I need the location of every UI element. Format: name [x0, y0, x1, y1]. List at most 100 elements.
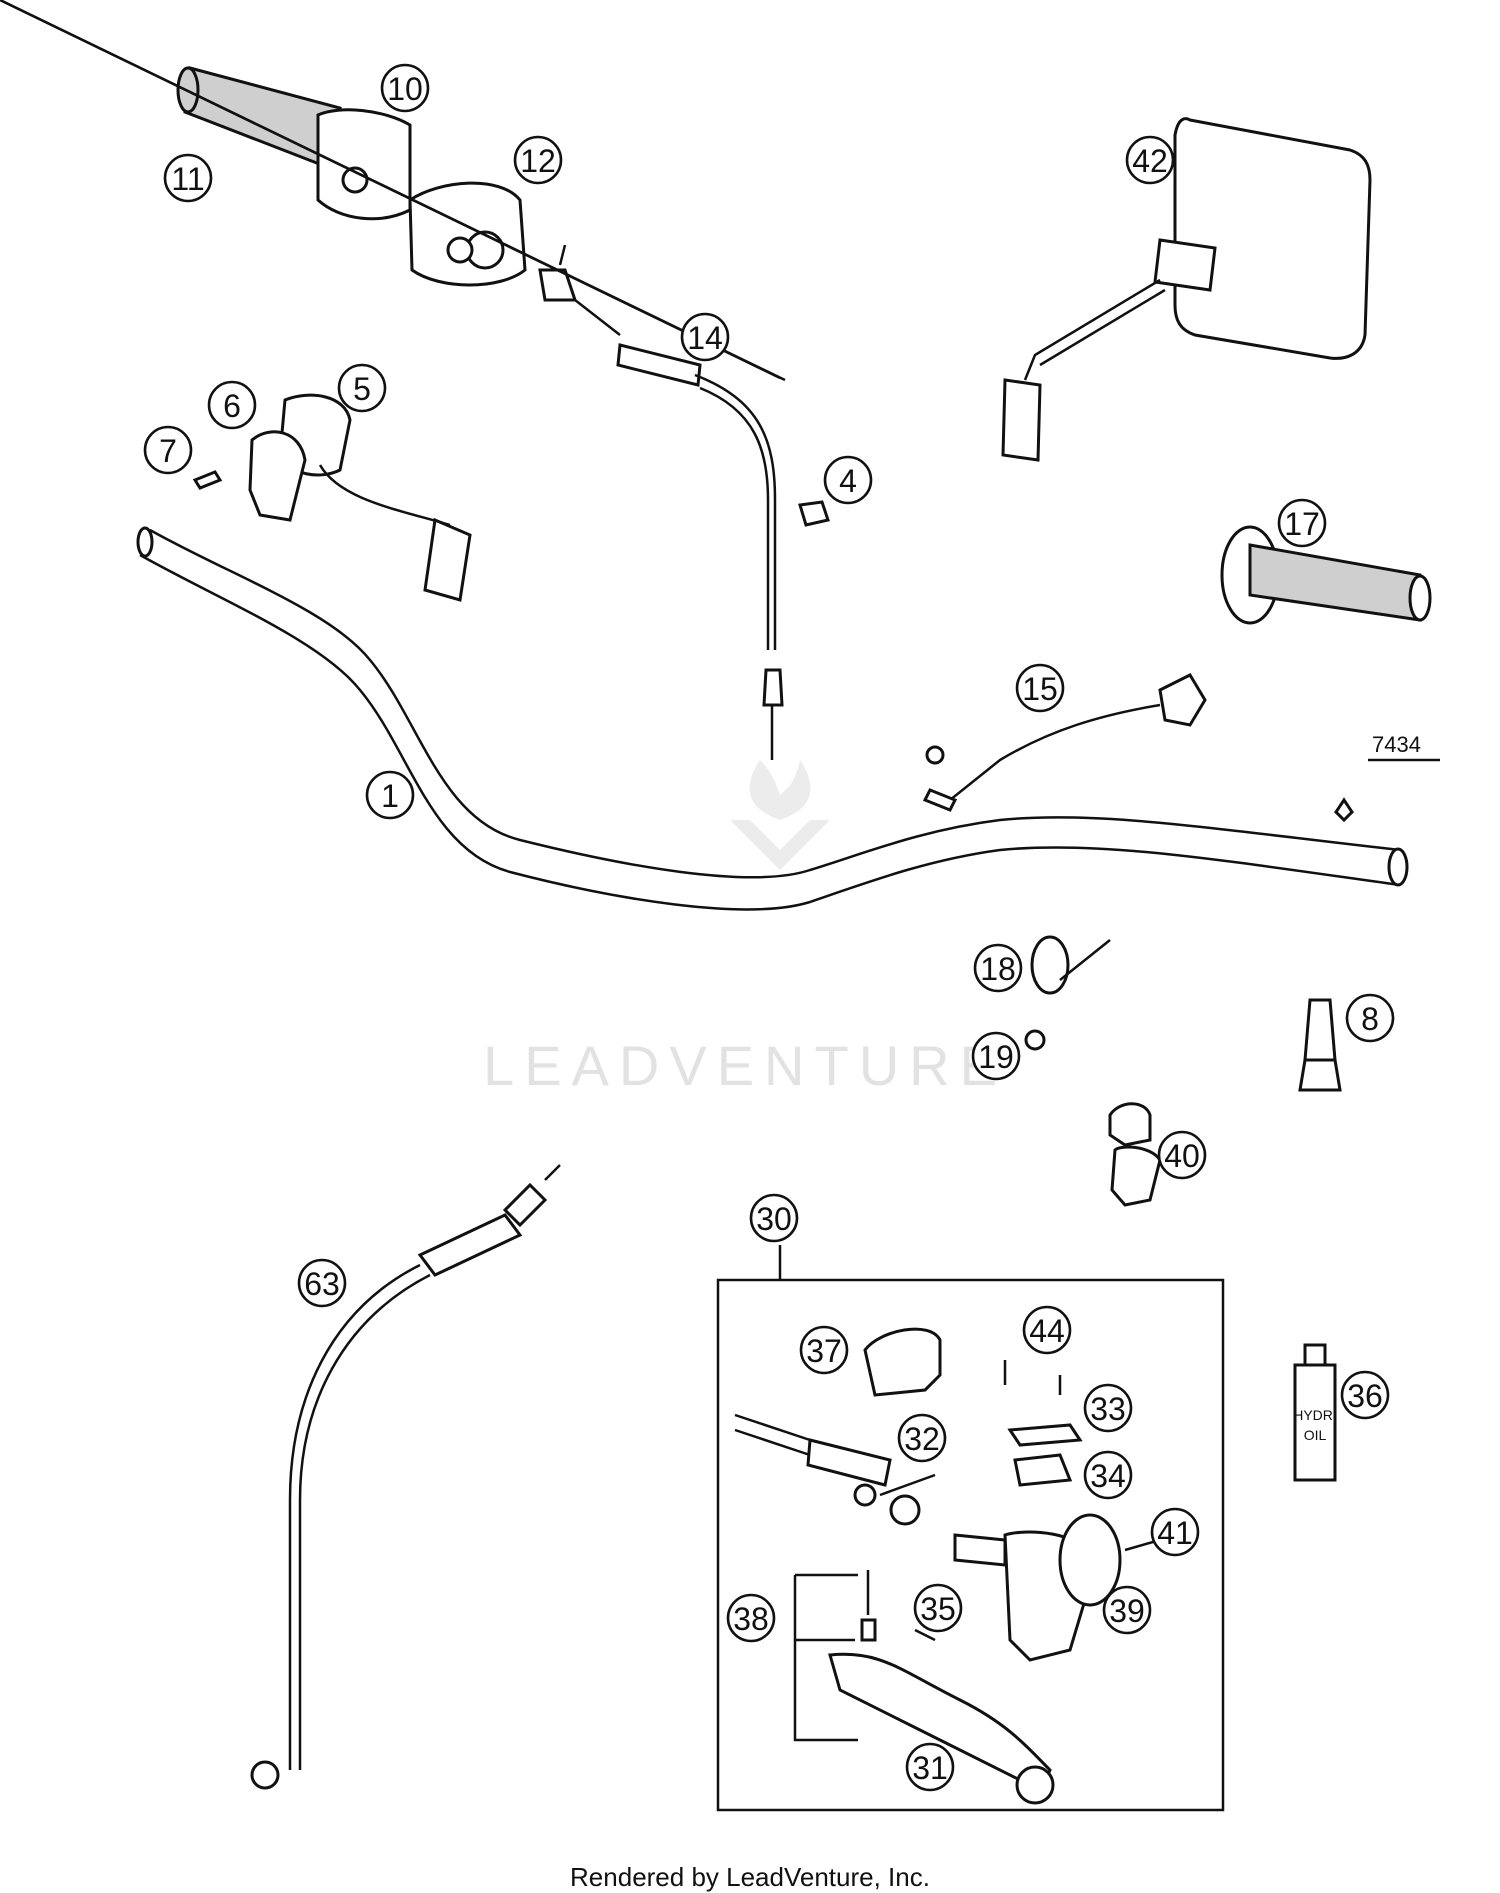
callout-circle: [1150, 1507, 1200, 1557]
callout-19: 19: [971, 1031, 1021, 1081]
left-grip: [1220, 525, 1432, 625]
callout-label: 32: [904, 1421, 940, 1457]
throttle-cable: [0, 0, 786, 760]
callout-circle: [1022, 1305, 1072, 1355]
callout-label: 34: [1090, 1458, 1126, 1494]
callout-36: 36: [1340, 1370, 1390, 1420]
callout-label: 38: [733, 1601, 769, 1637]
callout-circle: [799, 1325, 849, 1375]
callout-circle: [905, 1742, 955, 1792]
callout-18: 18: [973, 943, 1023, 993]
callout-5: 5: [337, 363, 387, 413]
callout-label: 7: [159, 433, 177, 469]
callout-label: 41: [1157, 1515, 1193, 1551]
note-7434: 7434: [1372, 732, 1421, 757]
master-cylinder-kit: [716, 1245, 1225, 1812]
callout-circle: [365, 770, 415, 820]
callout-label: 30: [756, 1201, 792, 1237]
callout-circle: [973, 943, 1023, 993]
callout-circle: [680, 312, 730, 362]
callout-14: 14: [680, 312, 730, 362]
callout-40: 40: [1157, 1130, 1207, 1180]
callout-circle: [513, 135, 563, 185]
oil-label-line2: OIL: [1304, 1427, 1327, 1443]
callout-30: 30: [749, 1193, 799, 1243]
callout-label: 18: [980, 951, 1016, 987]
mirror: [1001, 117, 1372, 462]
note-7434-part: [1334, 797, 1354, 823]
callout-circle: [1345, 993, 1395, 1043]
callout-circle: [380, 63, 430, 113]
callout-circle: [1340, 1370, 1390, 1420]
callout-7: 7: [143, 425, 193, 475]
callout-circle: [1157, 1130, 1207, 1180]
callout-label: 33: [1090, 1391, 1126, 1427]
callout-circle: [143, 425, 193, 475]
callout-label: 39: [1109, 1593, 1145, 1629]
callout-label: 12: [520, 143, 556, 179]
callout-label: 4: [839, 463, 857, 499]
mirror-clamp: [1108, 1102, 1162, 1207]
callout-label: 6: [223, 388, 241, 424]
callout-circle: [1102, 1585, 1152, 1635]
throttle-housing: [408, 181, 527, 287]
callout-label: 5: [353, 371, 371, 407]
callout-circle: [297, 1258, 347, 1308]
callout-44: 44: [1022, 1305, 1072, 1355]
callout-31: 31: [905, 1742, 955, 1792]
callout-39: 39: [1102, 1585, 1152, 1635]
callout-41: 41: [1150, 1507, 1200, 1557]
callout-37: 37: [799, 1325, 849, 1375]
footer-text: Rendered by LeadVenture, Inc.: [570, 1862, 930, 1892]
callout-label: 14: [687, 320, 723, 356]
cable-tie: [1030, 935, 1111, 995]
handlebar: [136, 526, 1409, 911]
callout-6: 6: [207, 380, 257, 430]
watermark: LEADVENTURE: [483, 760, 1007, 1097]
callout-circle: [749, 1193, 799, 1243]
hydraulic-oil-bottle: HYDR. OIL: [1293, 1343, 1337, 1482]
callout-63: 63: [297, 1258, 347, 1308]
oil-label-line1: HYDR.: [1293, 1407, 1337, 1423]
callout-circle: [1083, 1383, 1133, 1433]
callout-circle: [207, 380, 257, 430]
callout-circle: [823, 455, 873, 505]
callout-circle: [913, 1583, 963, 1633]
callout-label: 40: [1164, 1138, 1200, 1174]
callout-label: 19: [978, 1039, 1014, 1075]
callout-label: 35: [920, 1591, 956, 1627]
callout-12: 12: [513, 135, 563, 185]
cable-adjuster-nut: [798, 500, 830, 527]
brake-hose: [250, 1164, 561, 1790]
callout-circle: [1277, 498, 1327, 548]
callout-circle: [1125, 135, 1175, 185]
kill-switch-clamp: [192, 393, 472, 602]
callout-label: 31: [912, 1750, 948, 1786]
callout-1: 1: [365, 770, 415, 820]
callout-35: 35: [913, 1583, 963, 1633]
callout-label: 63: [304, 1266, 340, 1302]
callout-circle: [1015, 663, 1065, 713]
callout-label: 36: [1347, 1378, 1383, 1414]
callout-32: 32: [897, 1413, 947, 1463]
callout-4: 4: [823, 455, 873, 505]
callout-34: 34: [1083, 1450, 1133, 1500]
callout-10: 10: [380, 63, 430, 113]
watermark-text: LEADVENTURE: [483, 1034, 1007, 1097]
callout-11: 11: [163, 153, 213, 203]
callout-circle: [897, 1413, 947, 1463]
callout-label: 1: [381, 778, 399, 814]
callout-38: 38: [726, 1593, 776, 1643]
callout-circle: [337, 363, 387, 413]
callout-33: 33: [1083, 1383, 1133, 1433]
callout-label: 10: [387, 71, 423, 107]
callout-label: 11: [171, 161, 204, 197]
callout-8: 8: [1345, 993, 1395, 1043]
thread-lock-tube: [1298, 998, 1342, 1092]
clutch-switch: [922, 673, 1207, 812]
callout-17: 17: [1277, 498, 1327, 548]
callout-15: 15: [1015, 663, 1065, 713]
callout-circle: [1083, 1450, 1133, 1500]
small-nut: [1024, 1029, 1046, 1051]
